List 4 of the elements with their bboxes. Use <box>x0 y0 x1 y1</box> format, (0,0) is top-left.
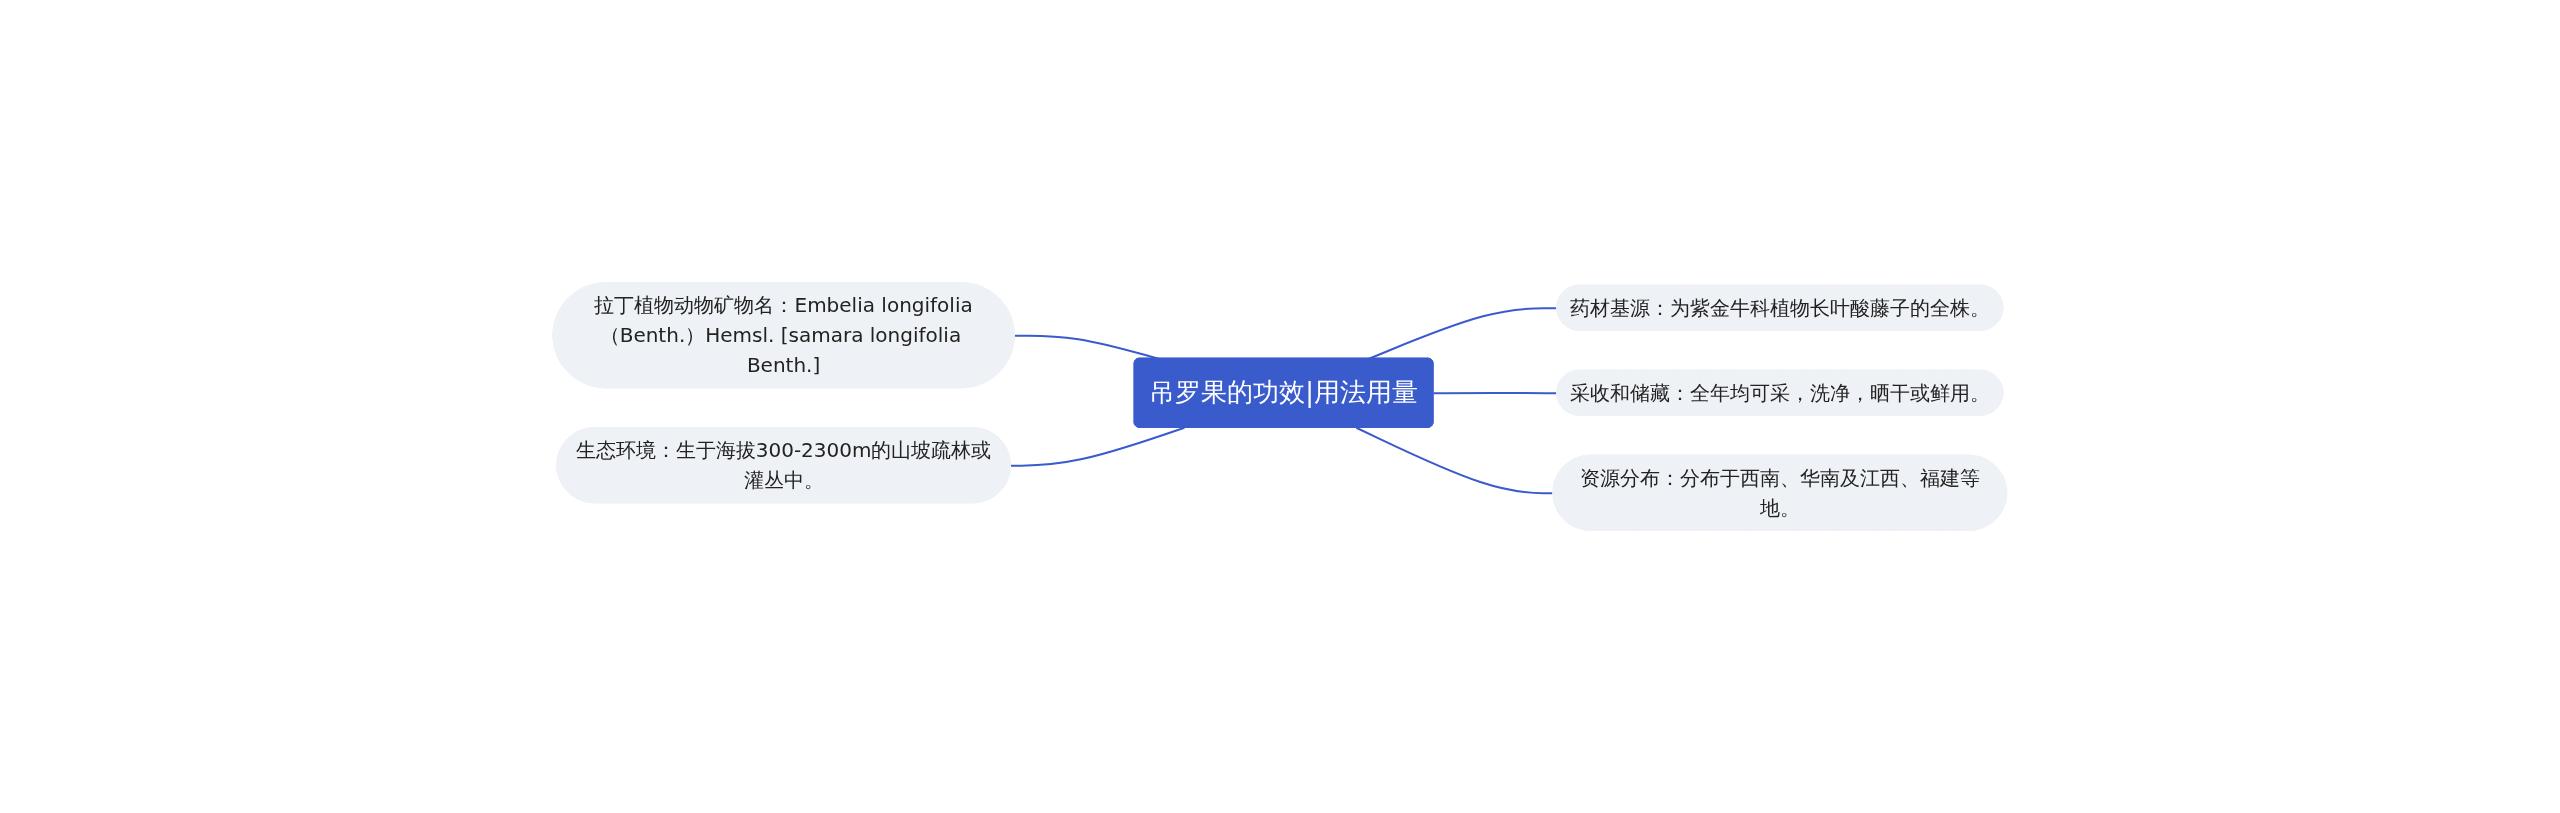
connector <box>1355 426 1555 495</box>
connector <box>1368 307 1559 360</box>
connector <box>1010 426 1186 467</box>
connector <box>1432 391 1559 395</box>
